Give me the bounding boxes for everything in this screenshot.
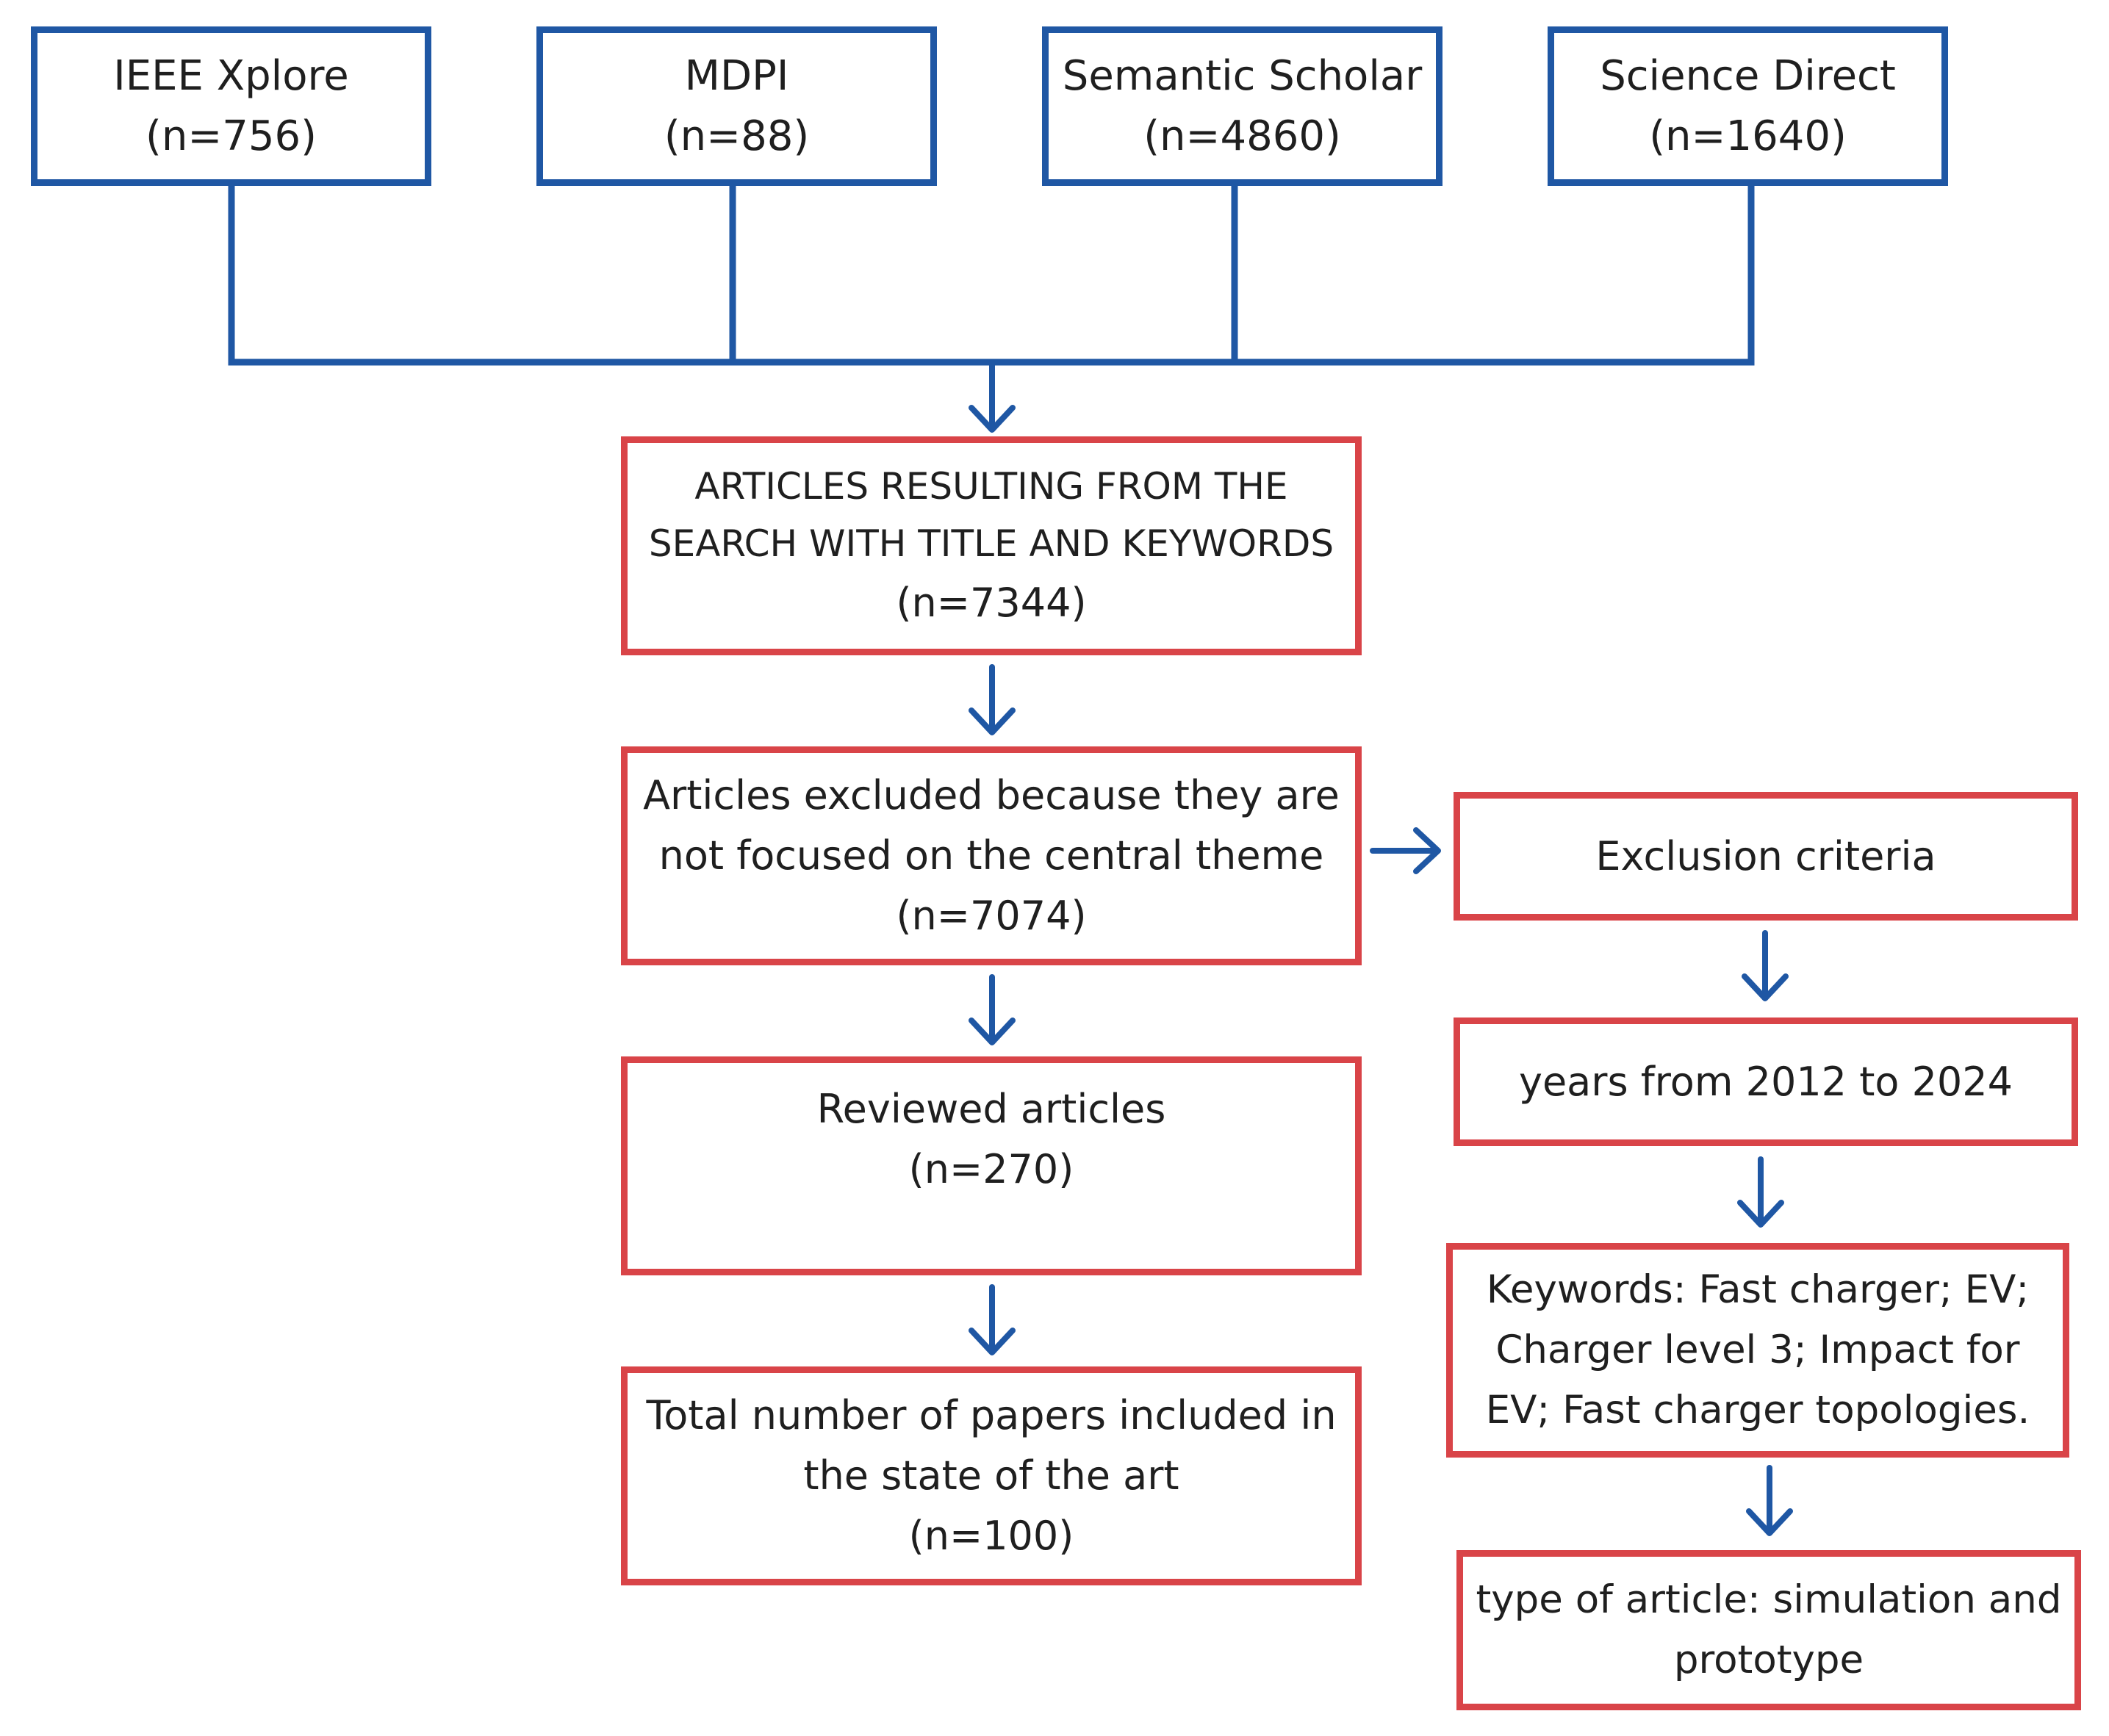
source-count: (n=756) xyxy=(145,112,317,160)
source-count: (n=88) xyxy=(664,112,810,160)
arrow-right-icon xyxy=(1370,827,1441,874)
source-box-science-direct: Science Direct (n=1640) xyxy=(1548,26,1948,186)
search-line-1: ARTICLES RESULTING FROM THE xyxy=(694,465,1288,508)
source-name: MDPI xyxy=(684,51,789,100)
source-count: (n=1640) xyxy=(1649,112,1847,160)
arrow-down-icon xyxy=(969,359,1016,433)
criteria-years-box: years from 2012 to 2024 xyxy=(1454,1018,2078,1146)
exclusion-criteria-box: Exclusion criteria xyxy=(1454,792,2078,921)
included-line-1: Total number of papers included in xyxy=(646,1392,1337,1438)
source-name: Science Direct xyxy=(1600,51,1896,100)
criteria-keywords-box: Keywords: Fast charger; EV; Charger leve… xyxy=(1446,1243,2069,1458)
arrow-down-icon xyxy=(1746,1465,1793,1536)
reviewed-count: (n=270) xyxy=(908,1146,1074,1192)
source-box-ieee: IEEE Xplore (n=756) xyxy=(31,26,431,186)
reviewed-articles-box: Reviewed articles (n=270) xyxy=(621,1056,1362,1275)
arrow-down-icon xyxy=(1742,930,1789,1001)
criteria-type-line-1: type of article: simulation and xyxy=(1476,1577,2062,1622)
criteria-keywords-line-1: Keywords: Fast charger; EV; xyxy=(1486,1267,2030,1312)
source-box-semantic-scholar: Semantic Scholar (n=4860) xyxy=(1042,26,1442,186)
excluded-articles-box: Articles excluded because they are not f… xyxy=(621,746,1362,965)
arrow-down-icon xyxy=(969,974,1016,1045)
included-papers-box: Total number of papers included in the s… xyxy=(621,1366,1362,1585)
excluded-line-2: not focused on the central theme xyxy=(658,832,1324,879)
arrow-down-icon xyxy=(969,664,1016,735)
criteria-type-box: type of article: simulation and prototyp… xyxy=(1456,1550,2081,1710)
search-count: (n=7344) xyxy=(896,580,1087,626)
source-name: IEEE Xplore xyxy=(113,51,349,100)
arrow-down-icon xyxy=(1737,1156,1784,1228)
search-results-box: ARTICLES RESULTING FROM THE SEARCH WITH … xyxy=(621,436,1362,655)
included-line-2: the state of the art xyxy=(803,1452,1179,1499)
included-count: (n=100) xyxy=(908,1513,1074,1559)
excluded-count: (n=7074) xyxy=(896,893,1087,939)
search-line-2: SEARCH WITH TITLE AND KEYWORDS xyxy=(648,522,1334,565)
source-name: Semantic Scholar xyxy=(1062,51,1423,100)
criteria-years: years from 2012 to 2024 xyxy=(1519,1058,2013,1105)
criteria-keywords-line-3: EV; Fast charger topologies. xyxy=(1485,1388,2030,1433)
criteria-keywords-line-2: Charger level 3; Impact for xyxy=(1495,1328,2020,1372)
excluded-line-1: Articles excluded because they are xyxy=(643,772,1340,818)
criteria-type-line-2: prototype xyxy=(1673,1638,1864,1682)
source-box-mdpi: MDPI (n=88) xyxy=(536,26,937,186)
reviewed-label: Reviewed articles xyxy=(816,1086,1166,1132)
arrow-down-icon xyxy=(969,1284,1016,1355)
exclusion-criteria-title: Exclusion criteria xyxy=(1595,832,1936,879)
source-count: (n=4860) xyxy=(1143,112,1341,160)
